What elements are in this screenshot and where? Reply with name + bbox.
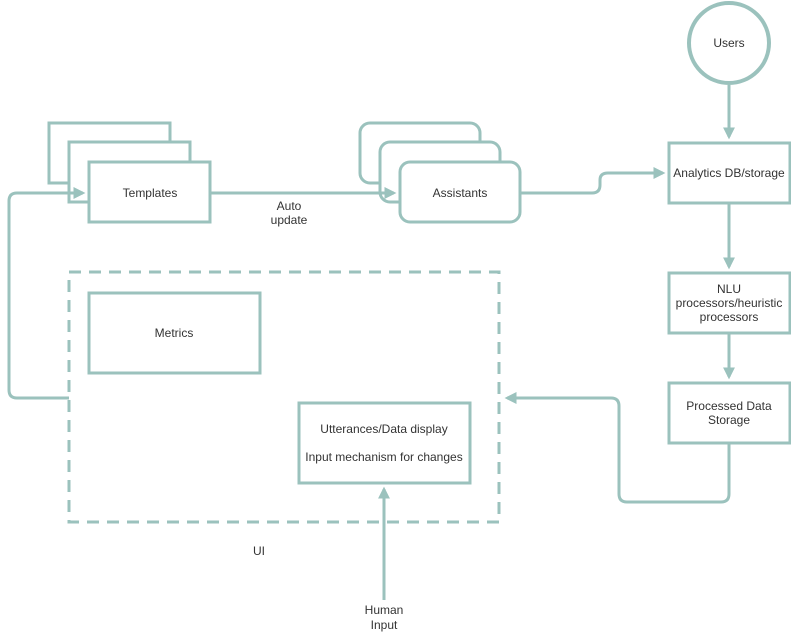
nlu-processors-box[interactable]: [667, 271, 791, 335]
arrow-assistants-to-analytics: [521, 167, 666, 195]
human-input-label-line2: Input: [371, 618, 398, 632]
utterances-box[interactable]: [297, 401, 472, 485]
templates-box[interactable]: [87, 160, 212, 224]
arrow-processed-to-ui: [504, 392, 731, 504]
utterances-label-line1: Utterances/Data display: [320, 422, 447, 436]
nlu-label-line1: NLU: [717, 282, 741, 296]
human-input-label-line1: Human: [365, 603, 404, 617]
assistants-label: Assistants: [433, 186, 488, 200]
processed-label-line1: Processed Data: [686, 399, 772, 413]
templates-label: Templates: [123, 186, 178, 200]
users-node[interactable]: [687, 1, 771, 85]
auto-update-label-line1: Auto: [277, 199, 302, 213]
ui-label: UI: [253, 544, 265, 558]
arrow-ui-to-templates: [7, 187, 86, 400]
analytics-db-box[interactable]: [667, 141, 791, 205]
nlu-label-line2: processors/heuristic: [676, 296, 783, 310]
metrics-box[interactable]: [87, 291, 262, 375]
metrics-label: Metrics: [155, 326, 194, 340]
analytics-db-label: Analytics DB/storage: [673, 166, 785, 180]
nlu-label-line3: processors: [700, 310, 759, 324]
processed-label-line2: Storage: [708, 413, 750, 427]
utterances-label-line2: Input mechanism for changes: [305, 450, 462, 464]
assistants-box[interactable]: [398, 160, 522, 224]
auto-update-label-line2: update: [271, 213, 308, 227]
processed-data-storage-box[interactable]: [667, 381, 791, 445]
users-label: Users: [713, 36, 744, 50]
